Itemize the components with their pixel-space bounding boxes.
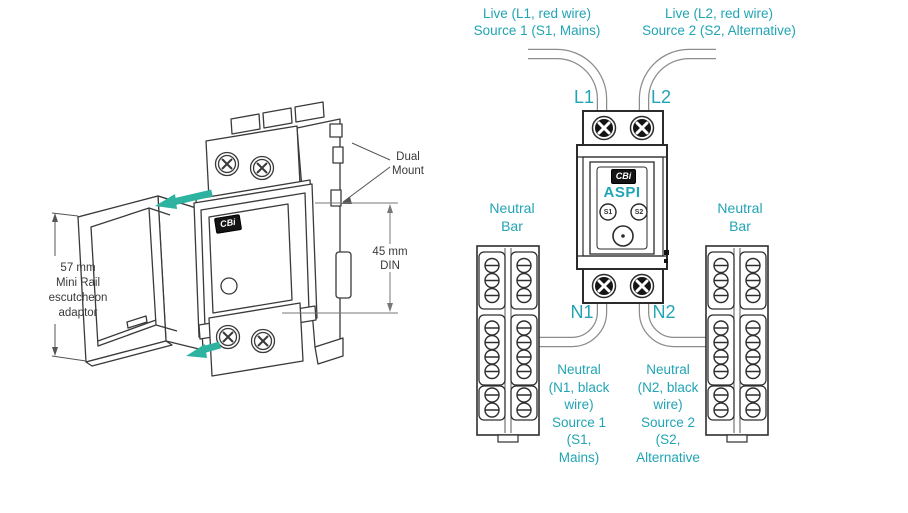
screw-bottom-2: [250, 328, 276, 354]
mount-arrow-top-shaft: [172, 189, 213, 206]
adaptor-dimension-lines: [51, 212, 87, 362]
wire-l2: [638, 48, 716, 118]
adaptor-dimension-label: 57 mm Mini Rail escutcheon adaptor: [48, 262, 108, 319]
source2-neutral-label: Neutral (N2, black wire) Source 2 (S2, A…: [636, 362, 700, 465]
dim-arrow-down: [52, 347, 58, 356]
device-face-plate: [596, 166, 648, 250]
reset-button: [220, 277, 238, 295]
screw-top-1: [214, 151, 240, 177]
escutcheon-adaptor-drawing: [77, 195, 204, 367]
device-model-label: ASPI: [603, 184, 641, 201]
neutral-bar-left: [476, 245, 540, 443]
neutral-bar-left-label: Neutral Bar: [489, 200, 535, 234]
escutcheon-inner-edge-bottom: [155, 324, 178, 332]
aspi-device: [576, 110, 669, 304]
indicator-s2-label: S2: [634, 208, 644, 216]
top-vent-2: [262, 107, 293, 129]
mount-arrow-top-icon: [155, 194, 177, 209]
wires: [528, 48, 716, 348]
dual-mount-label: Dual Mount: [392, 151, 424, 177]
escutcheon-clip: [126, 315, 148, 329]
indicator-s1-circle: [599, 203, 617, 221]
rail-notch-1: [332, 146, 344, 164]
brand-logo-device: CBi: [611, 169, 636, 184]
top-vent-3: [294, 101, 325, 123]
device-inner-frame: [582, 156, 664, 257]
mount-arrow-bottom-icon: [186, 344, 207, 358]
screw-bottom-1: [215, 324, 241, 350]
terminal-label-l1: L1: [573, 87, 595, 107]
neutral-bar-right: [705, 245, 769, 443]
dual-mount-leaders: [341, 142, 391, 204]
side-plate-corner-notch: [329, 123, 343, 138]
terminal-label-n1: N1: [570, 302, 594, 322]
source1-neutral-label: Neutral (N1, black wire) Source 1 (S1, M…: [548, 362, 610, 465]
screw-n2-terminal: [629, 273, 655, 299]
wire-l1: [528, 48, 608, 118]
dim-arrow-up: [52, 213, 58, 222]
din-device-drawing: [193, 101, 352, 377]
din-clip: [335, 251, 352, 299]
din-dimension-label: 45 mm DIN: [372, 246, 408, 272]
screw-n1-terminal: [591, 273, 617, 299]
device-bottom-back: [314, 337, 344, 365]
indicator-s2-circle: [630, 203, 648, 221]
escutcheon-inner-edge-top: [148, 207, 171, 216]
escutcheon-bottom-band: [85, 340, 173, 367]
source2-live-label: Live (L2, red wire) Source 2 (S2, Altern…: [642, 6, 796, 38]
din-dimension-lines: [282, 202, 398, 314]
escutcheon-shelf-line: [97, 319, 157, 342]
neutral-bar-right-label: Neutral Bar: [717, 200, 763, 234]
rail-notch-2: [330, 189, 342, 207]
indicator-s1-label: S1: [603, 208, 613, 216]
screw-l1-terminal: [591, 115, 617, 141]
terminal-label-l2: L2: [650, 87, 672, 107]
screw-top-2: [249, 155, 275, 181]
source1-live-label: Live (L1, red wire) Source 1 (S1, Mains): [473, 6, 601, 38]
screw-l2-terminal: [629, 115, 655, 141]
top-vent-1: [230, 113, 261, 135]
mount-arrows: [155, 189, 221, 358]
terminal-label-n2: N2: [652, 302, 676, 322]
